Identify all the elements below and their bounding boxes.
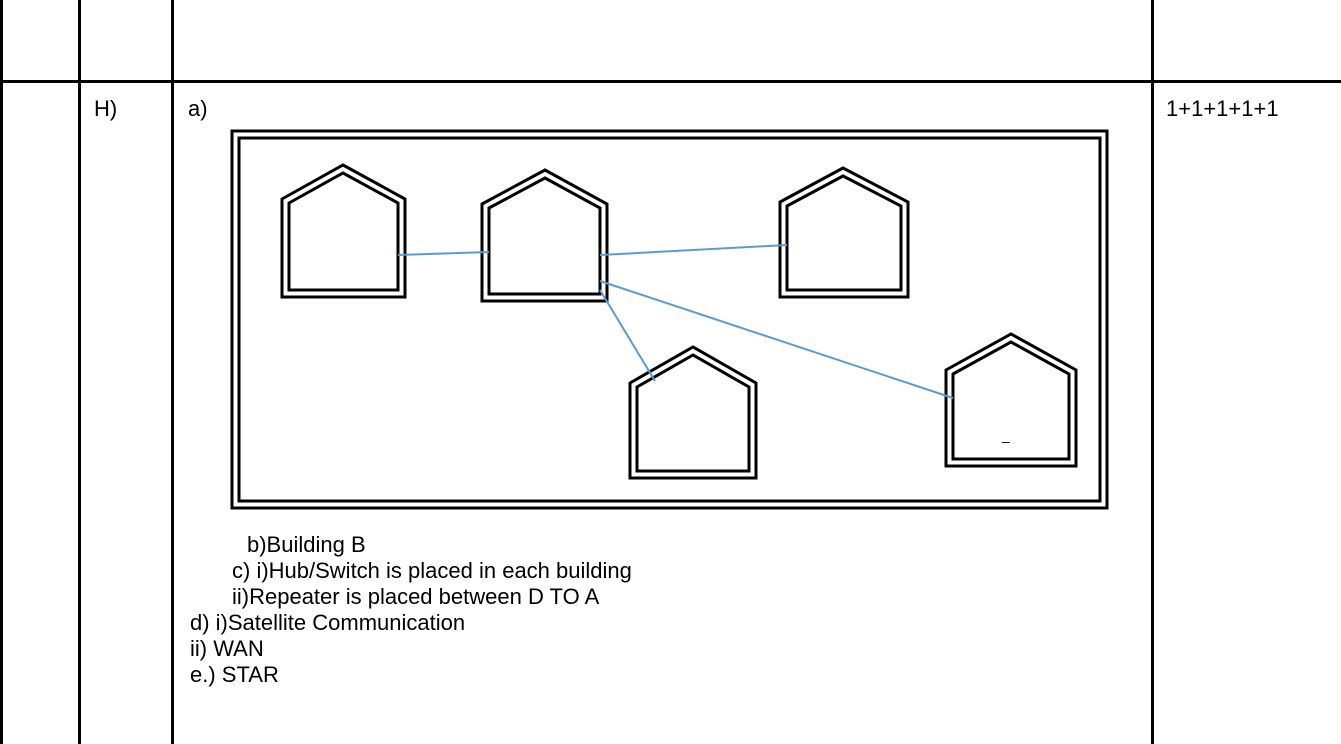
answer-d2: ii) WAN: [190, 636, 264, 661]
table-border-col3: [1151, 0, 1154, 744]
building-1: [280, 163, 407, 299]
building-4: [628, 345, 758, 480]
answer-d1: d) i)Satellite Communication: [190, 610, 466, 635]
marks-cell: 1+1+1+1+1: [1166, 96, 1279, 121]
answer-c2: ii)Repeater is placed between D TO A: [232, 584, 600, 609]
campus-boundary-inner: [237, 136, 1102, 503]
answer-list: b)Building B c) i)Hub/Switch is placed i…: [190, 532, 632, 688]
building-5: [944, 332, 1078, 468]
table-border-left: [0, 0, 3, 744]
part-label: a): [188, 96, 208, 121]
answer-c1: c) i)Hub/Switch is placed in each buildi…: [232, 558, 632, 583]
answer-b: b)Building B: [247, 532, 366, 557]
cable-1-2: [397, 251, 490, 256]
building-5-mark: –: [1002, 433, 1010, 449]
building-3: [778, 166, 910, 299]
cable-2-4: [599, 289, 656, 382]
campus-boundary-outer: [230, 129, 1109, 510]
cable-2-5: [599, 280, 954, 399]
table-border-col1: [78, 0, 81, 744]
building-2: [480, 168, 609, 303]
network-cables: [397, 244, 954, 399]
answer-e: e.) STAR: [190, 662, 279, 687]
table-row-divider: [0, 80, 1341, 83]
row-label: H): [94, 96, 118, 121]
cable-2-3: [599, 244, 788, 256]
table-border-col2: [171, 0, 174, 744]
